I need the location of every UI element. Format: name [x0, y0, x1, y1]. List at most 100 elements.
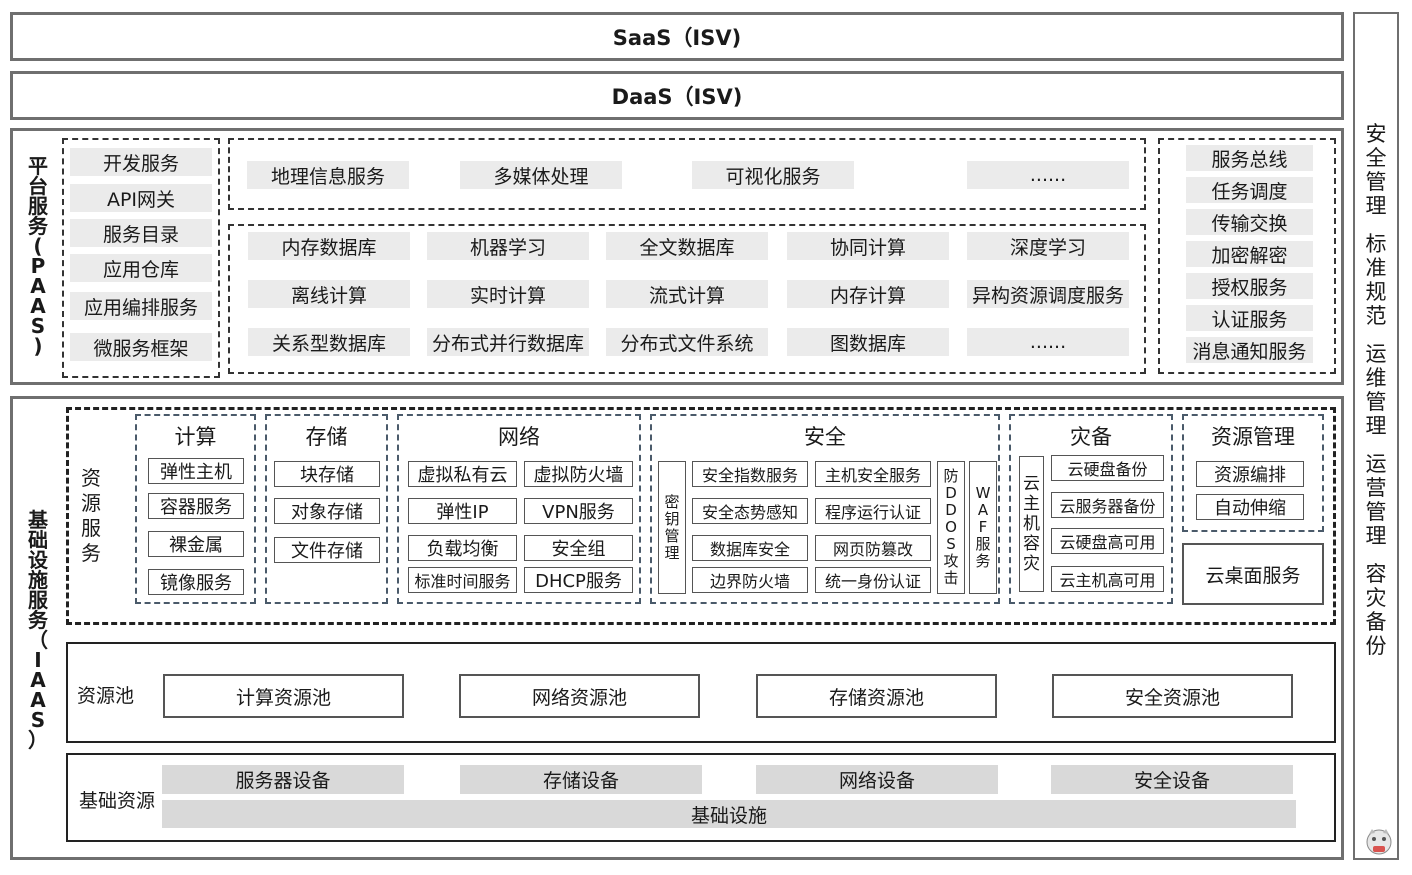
network-item: DHCP服务: [524, 567, 633, 593]
paas-right-item: 消息通知服务: [1186, 337, 1313, 363]
paas-grid-item: 机器学习: [427, 232, 589, 260]
resource-mgmt-item: 自动伸缩: [1196, 494, 1304, 520]
network-item: 标准时间服务: [408, 567, 517, 593]
security-item: 边界防火墙: [692, 567, 808, 593]
resource-pool-label: 资源池: [77, 685, 135, 707]
base-resource-label: 基础资源: [79, 790, 156, 812]
paas-right-item: 认证服务: [1186, 305, 1313, 331]
paas-left-item: 开发服务: [70, 148, 212, 176]
paas-top-item: 可视化服务: [692, 161, 854, 189]
network-item: 虚拟防火墙: [524, 461, 633, 487]
compute-item: 弹性主机: [148, 458, 244, 484]
resource-pool-item: 安全资源池: [1052, 674, 1293, 718]
network-title: 网络: [498, 425, 540, 449]
network-item: 安全组: [524, 535, 633, 561]
paas-right-item: 加密解密: [1186, 241, 1313, 267]
paas-grid-item: 内存数据库: [248, 232, 410, 260]
paas-grid-item: 流式计算: [606, 280, 768, 308]
compute-panel: [135, 414, 256, 604]
security-item: 主机安全服务: [815, 461, 931, 487]
security-item: 安全指数服务: [692, 461, 808, 487]
base-resource-item: 服务器设备: [162, 765, 404, 794]
infrastructure-bar: 基础设施: [162, 800, 1296, 828]
cloud-desktop-box: 云桌面服务: [1182, 543, 1324, 605]
resource-mgmt-item: 资源编排: [1196, 461, 1304, 487]
side-management-item: 容灾备份: [1365, 562, 1387, 658]
paas-left-item: API网关: [70, 184, 212, 212]
paas-grid-item: 异构资源调度服务: [967, 280, 1129, 308]
paas-grid-item: 分布式文件系统: [606, 328, 768, 356]
paas-grid-item: 离线计算: [248, 280, 410, 308]
disaster-title: 灾备: [1070, 425, 1112, 449]
storage-title: 存储: [305, 425, 348, 449]
compute-title: 计算: [174, 425, 217, 449]
compute-item: 裸金属: [148, 531, 244, 557]
compute-item: 镜像服务: [148, 569, 244, 595]
paas-grid-item: 内存计算: [787, 280, 949, 308]
security-item: 统一身份认证: [815, 567, 931, 593]
paas-grid-panel: [228, 224, 1146, 374]
daas-band: DaaS（ISV): [10, 71, 1344, 120]
paas-right-panel: [1158, 138, 1336, 374]
network-item: 负载均衡: [408, 535, 517, 561]
paas-left-item: 微服务框架: [70, 333, 212, 361]
storage-item: 对象存储: [274, 498, 380, 524]
security-item: 数据库安全: [692, 535, 808, 561]
disaster-item: 云主机高可用: [1051, 566, 1164, 592]
resource-service-label: 资源服务: [81, 466, 101, 565]
paas-grid-item: 协同计算: [787, 232, 949, 260]
paas-grid-item: 全文数据库: [606, 232, 768, 260]
paas-top-panel: [228, 138, 1146, 210]
security-item: 程序运行认证: [815, 498, 931, 524]
security-item: 安全态势感知: [692, 498, 808, 524]
base-resource-item: 安全设备: [1051, 765, 1293, 794]
resource-pool-item: 存储资源池: [756, 674, 997, 718]
paas-left-item: 应用编排服务: [70, 292, 212, 320]
network-panel: [397, 414, 641, 604]
paas-right-item: 任务调度: [1186, 177, 1313, 203]
storage-item: 块存储: [274, 461, 380, 487]
paas-grid-item: 分布式并行数据库: [427, 328, 589, 356]
paas-grid-item: 图数据库: [787, 328, 949, 356]
security-title: 安全: [804, 425, 846, 449]
side-management-column: [1353, 12, 1399, 860]
paas-grid-item: 关系型数据库: [248, 328, 410, 356]
storage-item: 文件存储: [274, 537, 380, 563]
side-management-items: 安全管理标准规范运维管理运营管理容灾备份: [1353, 122, 1399, 672]
compute-item: 容器服务: [148, 493, 244, 519]
disaster-item: 云硬盘备份: [1051, 455, 1164, 481]
base-resource-item: 网络设备: [756, 765, 998, 794]
disaster-item: 云服务器备份: [1051, 492, 1164, 518]
mascot-logo: [1366, 829, 1392, 855]
network-item: VPN服务: [524, 498, 633, 524]
resource-service-region: [66, 407, 1336, 625]
side-management-item: 标准规范: [1365, 232, 1387, 328]
resource-pool-item: 网络资源池: [459, 674, 700, 718]
network-item: 弹性IP: [408, 498, 517, 524]
key-management-box: 密钥管理: [658, 461, 686, 594]
network-item: 虚拟私有云: [408, 461, 517, 487]
daas-title: DaaS（ISV): [611, 84, 743, 109]
disaster-panel: [1009, 414, 1173, 604]
saas-band: SaaS（ISV): [10, 12, 1344, 61]
security-item: 网页防篡改: [815, 535, 931, 561]
base-resource-item: 存储设备: [460, 765, 702, 794]
storage-panel: [265, 414, 388, 604]
saas-title: SaaS（ISV): [612, 25, 742, 50]
resource-mgmt-title: 资源管理: [1211, 425, 1295, 449]
paas-grid-item: 实时计算: [427, 280, 589, 308]
side-management-item: 运营管理: [1365, 452, 1387, 548]
paas-right-item: 传输交换: [1186, 209, 1313, 235]
paas-top-item: ......: [967, 161, 1129, 189]
paas-top-item: 地理信息服务: [247, 161, 409, 189]
paas-grid-item: ......: [967, 328, 1129, 356]
resource-mgmt-panel: [1182, 414, 1324, 532]
side-management-item: 运维管理: [1365, 342, 1387, 438]
paas-top-item: 多媒体处理: [460, 161, 622, 189]
